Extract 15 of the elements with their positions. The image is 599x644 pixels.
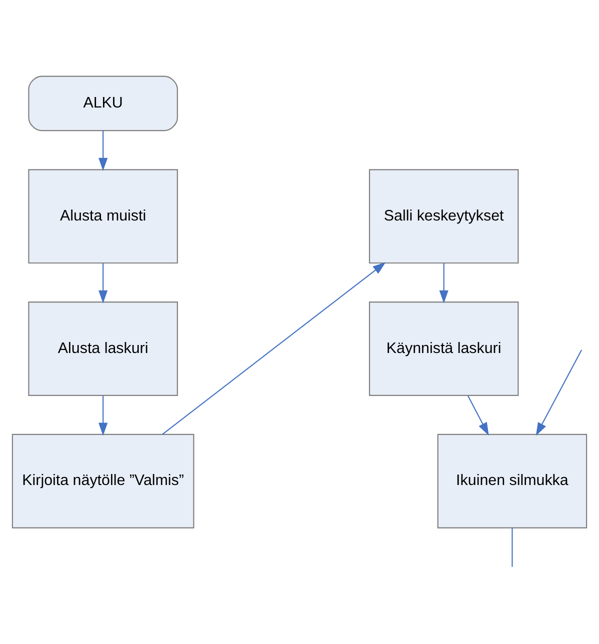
node-box: Kirjoita näytölle ”Valmis” xyxy=(12,434,194,528)
arrow xyxy=(98,130,108,171)
node-box: Käynnistä laskuri xyxy=(368,302,519,396)
node-box: Alusta laskuri xyxy=(28,302,178,396)
connector xyxy=(512,528,513,567)
arrow xyxy=(536,350,582,436)
node-box: Salli keskeytykset xyxy=(368,169,519,264)
node-box: Ikuinen silmukka xyxy=(437,434,588,528)
arrow xyxy=(467,396,489,436)
node-box: Alusta muisti xyxy=(28,169,178,264)
arrow xyxy=(98,396,108,436)
arrow xyxy=(439,263,448,304)
arrow xyxy=(98,263,108,304)
node-box: ALKU xyxy=(28,76,178,132)
arrow xyxy=(162,262,386,435)
